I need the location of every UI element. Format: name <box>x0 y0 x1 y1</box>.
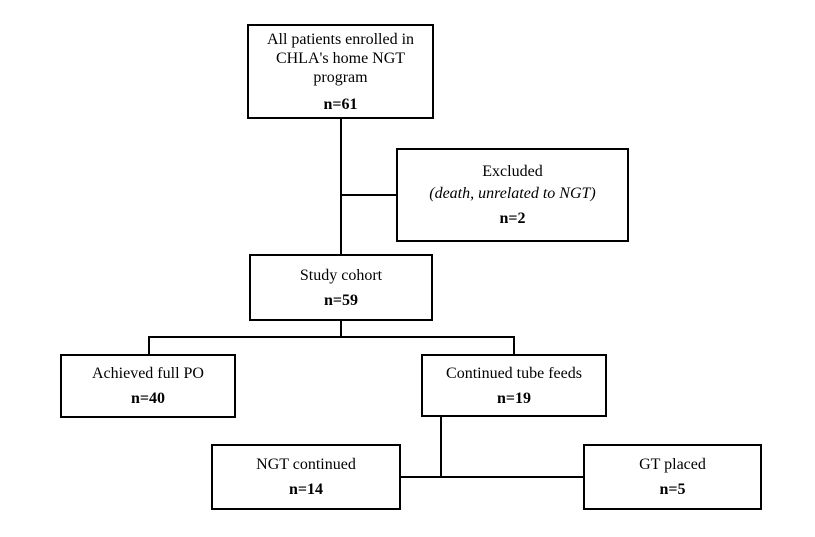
connector-split-horizontal <box>148 336 515 338</box>
full-po-box: Achieved full PO n=40 <box>60 354 236 418</box>
connector-to-tube <box>513 336 515 356</box>
gt-placed-label: GT placed <box>639 456 706 473</box>
tube-feeds-label: Continued tube feeds <box>446 364 582 382</box>
all-patients-label-line-1: All patients enrolled in <box>266 30 415 48</box>
all-patients-label-line-3: program <box>313 68 368 86</box>
connector-all-to-cohort <box>340 118 342 255</box>
excluded-count: n=2 <box>499 210 526 227</box>
connector-cohort-down <box>340 319 342 338</box>
excluded-box: Excluded (death, unrelated to NGT) n=2 <box>396 148 629 242</box>
all-patients-count: n=61 <box>323 95 358 113</box>
excluded-detail: (death, unrelated to NGT) <box>429 185 596 202</box>
all-patients-box: All patients enrolled in CHLA's home NGT… <box>247 24 434 119</box>
all-patients-label-line-2: CHLA's home NGT <box>275 49 406 67</box>
ngt-continued-label: NGT continued <box>256 456 356 473</box>
tube-feeds-box: Continued tube feeds n=19 <box>421 354 607 417</box>
study-cohort-box: Study cohort n=59 <box>249 254 433 321</box>
ngt-continued-count: n=14 <box>288 481 323 498</box>
full-po-label: Achieved full PO <box>92 365 204 382</box>
tube-feeds-count: n=19 <box>496 389 531 407</box>
connector-to-full-po <box>148 336 150 356</box>
ngt-continued-box: NGT continued n=14 <box>211 444 401 510</box>
connector-ngt-gt-horizontal <box>399 476 585 478</box>
gt-placed-box: GT placed n=5 <box>583 444 762 510</box>
full-po-count: n=40 <box>130 390 165 407</box>
gt-placed-count: n=5 <box>659 481 686 498</box>
connector-tube-down <box>440 415 442 478</box>
study-cohort-label: Study cohort <box>299 266 383 284</box>
excluded-label: Excluded <box>482 163 543 180</box>
connector-to-excluded <box>340 194 398 196</box>
study-cohort-count: n=59 <box>323 291 358 309</box>
